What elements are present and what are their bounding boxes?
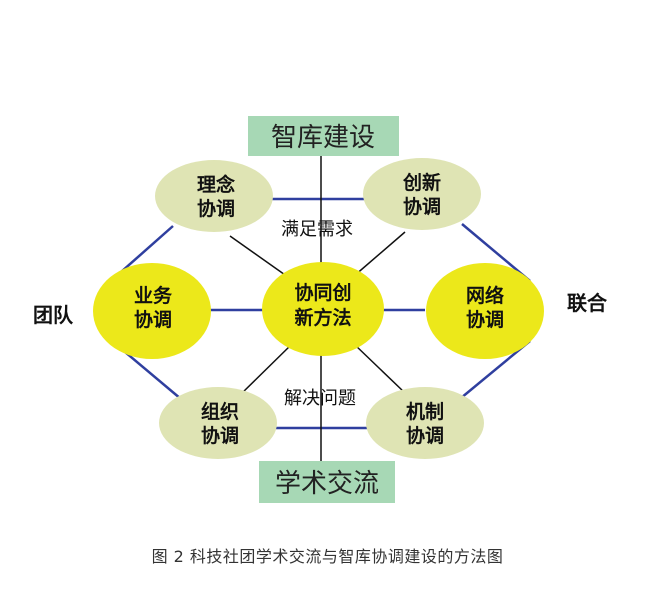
connector-top-right-right [461, 223, 531, 282]
node-bottom-right [366, 387, 484, 459]
node-right [426, 263, 544, 359]
node-top-left-line2: 协调 [197, 197, 235, 220]
node-top-right-line1: 创新 [402, 171, 441, 194]
node-bottom-left [159, 387, 277, 459]
top-green-box [248, 116, 399, 156]
node-bottom-left-line1: 组织 [201, 400, 239, 423]
bottom-box-label: 学术交流 [275, 469, 379, 499]
node-top-right-line2: 协调 [403, 195, 441, 218]
spoke-top-right-center [353, 231, 406, 277]
node-center [262, 262, 384, 356]
node-center-line2: 新方法 [294, 306, 351, 329]
node-left [93, 263, 211, 359]
side-label-right: 联合 [567, 291, 608, 315]
spoke-bottom-left-center [239, 343, 293, 396]
figure-caption: 图 2 科技社团学术交流与智库协调建设的方法图 [151, 547, 504, 566]
side-label-left: 团队 [33, 303, 74, 327]
node-left-line1: 业务 [134, 284, 173, 307]
node-bottom-right-line1: 机制 [406, 400, 444, 423]
node-top-left-line1: 理念 [197, 173, 235, 196]
inner-spokes [229, 155, 406, 462]
node-center-line1: 协同创 [294, 281, 351, 304]
node-right-line1: 网络 [466, 284, 504, 307]
node-top-right [363, 158, 481, 230]
bottom-green-box [259, 461, 395, 503]
node-top-left [155, 160, 273, 232]
node-right-line2: 协调 [466, 308, 504, 331]
top-box-label: 智库建设 [271, 123, 375, 153]
node-bottom-left-line2: 协调 [201, 424, 239, 447]
spoke-bottom-right-center [353, 343, 405, 393]
spoke-top-left-center [229, 235, 289, 278]
mid-label-bottom: 解决问题 [284, 388, 356, 409]
node-bottom-right-line2: 协调 [406, 424, 444, 447]
mid-label-top: 满足需求 [281, 219, 353, 240]
node-left-line2: 协调 [134, 308, 172, 331]
